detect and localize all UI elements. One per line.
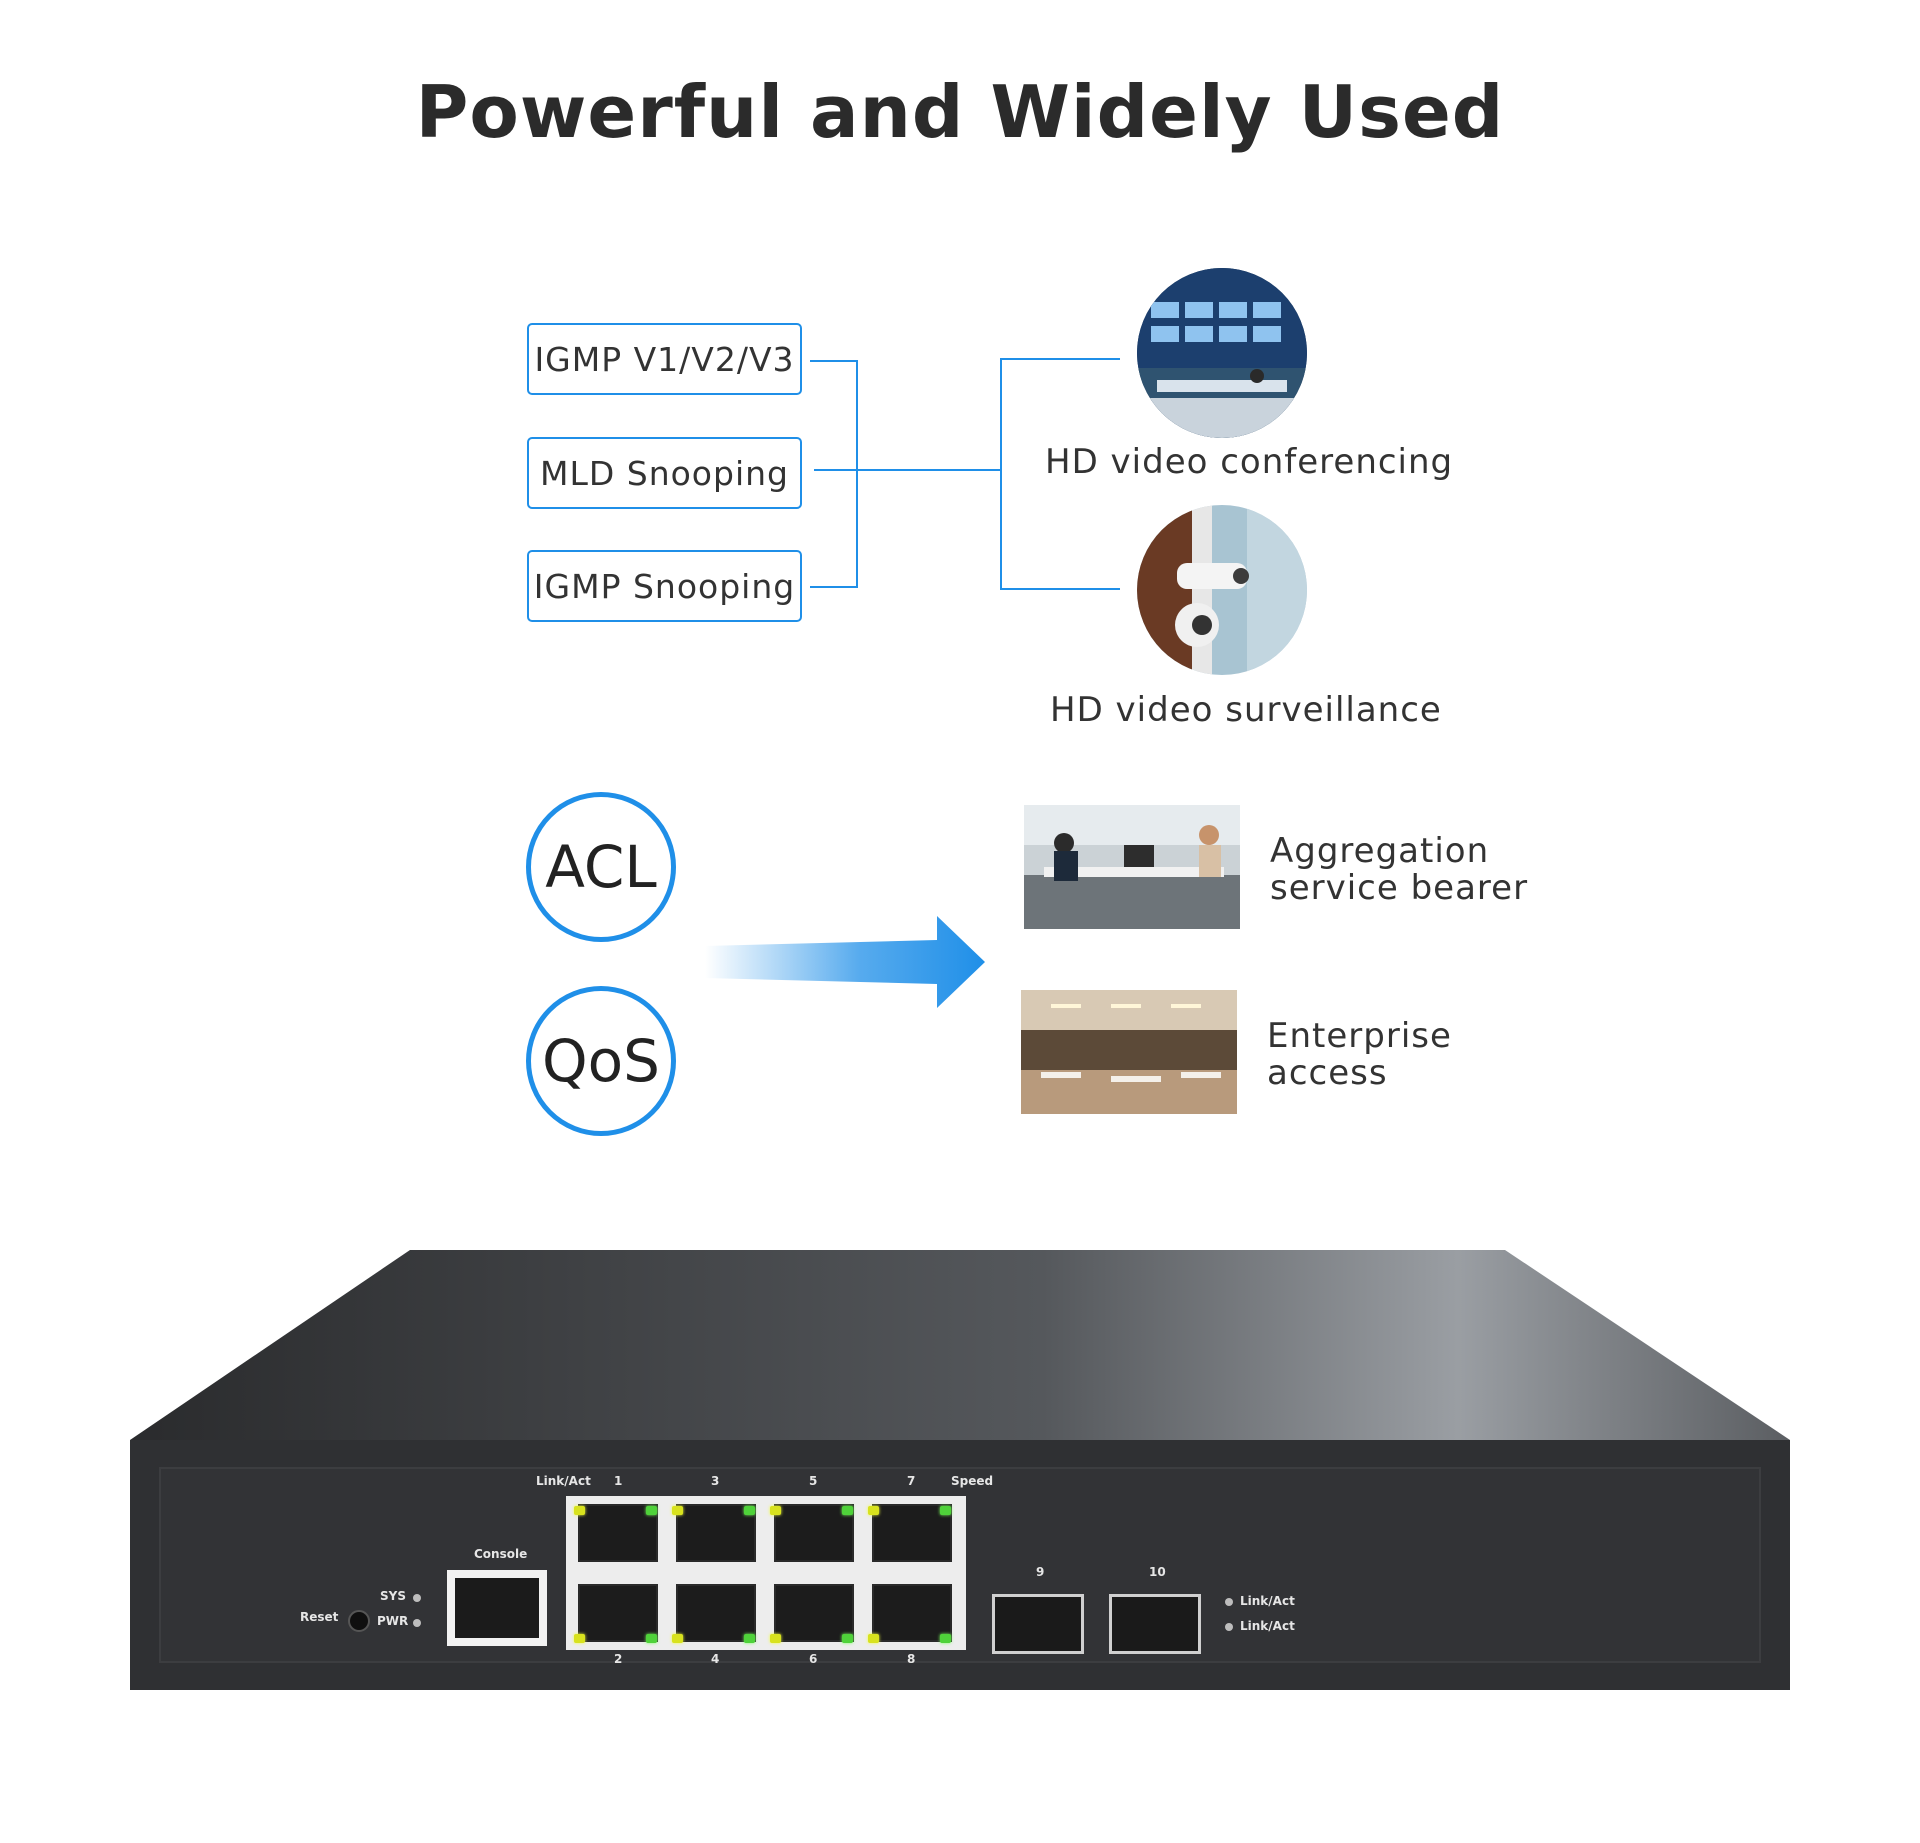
connector-line	[810, 360, 857, 362]
link-led	[868, 1634, 879, 1643]
port-number-7: 7	[907, 1474, 916, 1488]
scenario-enterprise: Enterprise access	[1267, 1018, 1452, 1092]
feature-box-igmp-snooping: IGMP Snooping	[527, 550, 802, 622]
scenario-aggregation-line1: Aggregation	[1270, 831, 1490, 871]
connector-line	[1000, 358, 1120, 360]
sys-led	[413, 1594, 421, 1602]
scenario-enterprise-line2: access	[1267, 1053, 1388, 1093]
link-led	[574, 1506, 585, 1515]
speed-led	[744, 1634, 755, 1643]
feature-box-igmp-versions: IGMP V1/V2/V3	[527, 323, 802, 395]
ethernet-port-7[interactable]	[872, 1504, 952, 1562]
acl-badge: ACL	[526, 792, 676, 942]
connector-line	[1000, 358, 1002, 590]
link-led	[770, 1634, 781, 1643]
console-port[interactable]	[447, 1570, 547, 1646]
sfp-port-9[interactable]	[992, 1594, 1084, 1654]
link-led	[574, 1634, 585, 1643]
link-led	[868, 1506, 879, 1515]
port-number-1: 1	[614, 1474, 623, 1488]
speed-label: Speed	[951, 1474, 994, 1488]
sfp-port-10[interactable]	[1109, 1594, 1201, 1654]
caption-video-conferencing: HD video conferencing	[1045, 442, 1454, 482]
caption-video-surveillance: HD video surveillance	[1050, 690, 1442, 730]
pwr-label: PWR	[377, 1614, 409, 1628]
link-act-label: Link/Act	[536, 1474, 591, 1488]
port-number-8: 8	[907, 1652, 916, 1666]
ethernet-port-4[interactable]	[676, 1584, 756, 1642]
link-led	[770, 1506, 781, 1515]
scenario-enterprise-line1: Enterprise	[1267, 1016, 1452, 1056]
link-led	[672, 1506, 683, 1515]
sfp-link-act-label-2: Link/Act	[1240, 1619, 1295, 1633]
feature-box-mld-snooping: MLD Snooping	[527, 437, 802, 509]
port-number-6: 6	[809, 1652, 818, 1666]
ethernet-port-8[interactable]	[872, 1584, 952, 1642]
sys-label: SYS	[380, 1589, 406, 1603]
port-number-10: 10	[1149, 1565, 1166, 1579]
port-number-4: 4	[711, 1652, 720, 1666]
port-number-2: 2	[614, 1652, 623, 1666]
connector-line	[810, 586, 857, 588]
ethernet-port-5[interactable]	[774, 1504, 854, 1562]
arrow-right-icon	[705, 916, 985, 1008]
speed-led	[940, 1634, 951, 1643]
scenario-aggregation-line2: service bearer	[1270, 868, 1529, 908]
port-number-5: 5	[809, 1474, 818, 1488]
speed-led	[646, 1506, 657, 1515]
reset-label: Reset	[300, 1610, 339, 1624]
port-number-9: 9	[1036, 1565, 1045, 1579]
port-number-3: 3	[711, 1474, 720, 1488]
aggregation-office-image	[1024, 805, 1240, 929]
sfp-link-led-2	[1225, 1623, 1233, 1631]
connector-line	[856, 360, 858, 588]
speed-led	[646, 1634, 657, 1643]
console-label: Console	[474, 1547, 528, 1561]
speed-led	[842, 1506, 853, 1515]
ethernet-port-3[interactable]	[676, 1504, 756, 1562]
page-title: Powerful and Widely Used	[415, 70, 1505, 154]
pwr-led	[413, 1619, 421, 1627]
speed-led	[842, 1634, 853, 1643]
sfp-link-act-label-1: Link/Act	[1240, 1594, 1295, 1608]
connector-line	[1000, 588, 1120, 590]
connector-line	[814, 469, 1000, 471]
enterprise-office-image	[1021, 990, 1237, 1114]
scenario-aggregation: Aggregation service bearer	[1270, 833, 1528, 907]
speed-led	[940, 1506, 951, 1515]
qos-badge: QoS	[526, 986, 676, 1136]
video-conferencing-image	[1137, 268, 1307, 438]
ethernet-port-6[interactable]	[774, 1584, 854, 1642]
reset-button[interactable]	[348, 1610, 370, 1632]
ethernet-port-1[interactable]	[578, 1504, 658, 1562]
video-surveillance-image	[1137, 505, 1307, 675]
speed-led	[744, 1506, 755, 1515]
sfp-link-led-1	[1225, 1598, 1233, 1606]
ethernet-port-2[interactable]	[578, 1584, 658, 1642]
link-led	[672, 1634, 683, 1643]
